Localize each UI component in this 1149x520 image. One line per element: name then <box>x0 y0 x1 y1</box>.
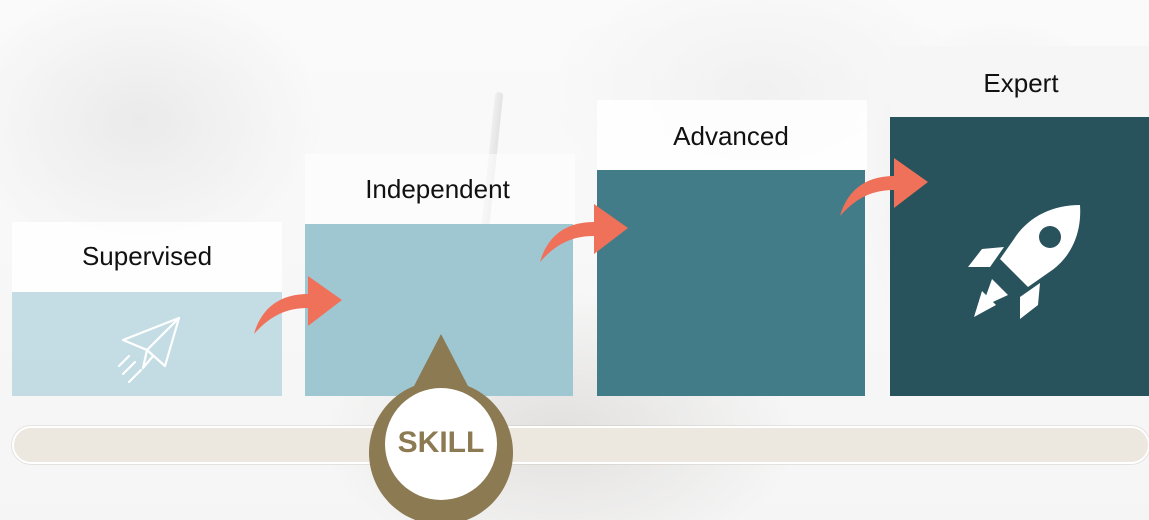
label-panel-supervised <box>12 222 282 292</box>
step-block-supervised <box>12 292 282 396</box>
paper-plane-icon <box>117 316 181 384</box>
skill-track <box>12 426 1149 464</box>
label-panel-independent <box>305 154 575 224</box>
label-panel-expert <box>890 46 1149 118</box>
skill-marker <box>369 334 513 520</box>
arrow-independent-to-advanced <box>540 204 628 262</box>
step-label-supervised: Supervised <box>81 241 213 271</box>
step-label-expert: Expert <box>983 68 1059 98</box>
step-block-expert <box>890 117 1149 396</box>
step-label-advanced: Advanced <box>673 121 789 151</box>
rocket-icon <box>968 205 1081 319</box>
arrow-advanced-to-expert <box>840 158 928 216</box>
step-label-independent: Independent <box>365 174 510 204</box>
step-block-advanced <box>597 170 865 396</box>
arrow-supervised-to-independent <box>254 276 342 334</box>
skill-label: SKILL <box>397 426 485 459</box>
label-panel-advanced <box>597 100 867 170</box>
